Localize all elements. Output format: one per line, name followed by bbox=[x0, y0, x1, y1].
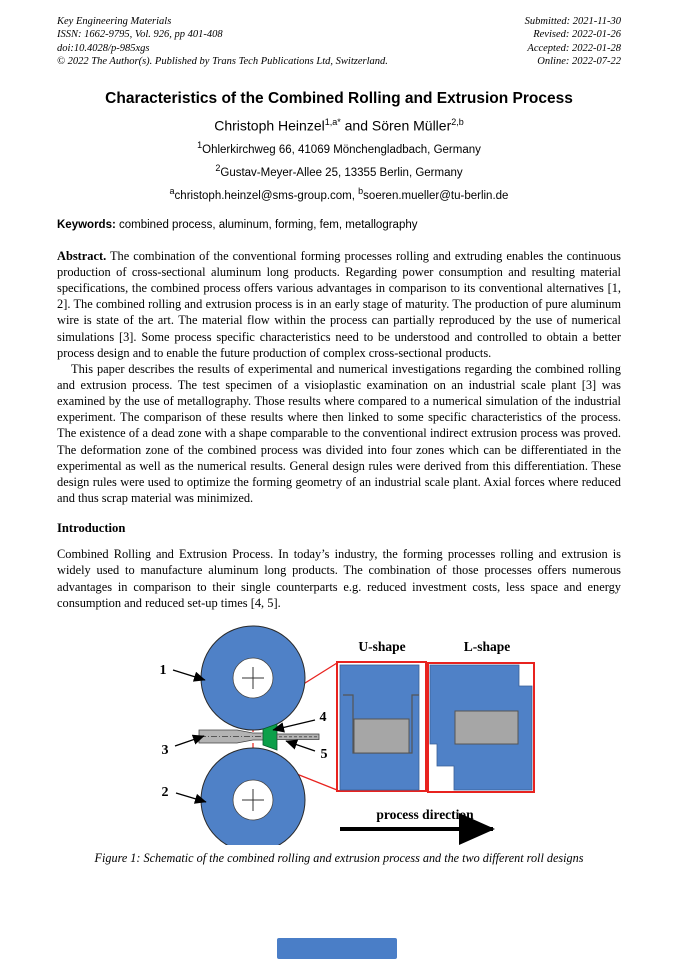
abstract-paragraph-1: Abstract. The combination of the convent… bbox=[57, 248, 621, 361]
label-5-arrow bbox=[285, 739, 316, 752]
label-5: 5 bbox=[321, 747, 328, 762]
affiliation-2-text: Gustav-Meyer-Allee 25, 13355 Berlin, Ger… bbox=[220, 166, 463, 179]
email-b: soeren.mueller@tu-berlin.de bbox=[363, 189, 509, 202]
abstract-p1-text: The combination of the conventional form… bbox=[57, 248, 621, 360]
date-submitted: Submitted: 2021-11-30 bbox=[524, 16, 621, 27]
label-2: 2 bbox=[162, 785, 169, 800]
u-shape-label: U-shape bbox=[358, 639, 405, 654]
journal-header-left: Key Engineering Materials ISSN: 1662-979… bbox=[57, 15, 388, 69]
introduction-body: In today’s industry, the forming process… bbox=[57, 547, 621, 610]
label-3: 3 bbox=[162, 743, 169, 758]
figure-1-caption: Figure 1: Schematic of the combined roll… bbox=[94, 850, 584, 865]
label-4-arrow bbox=[272, 719, 316, 733]
figure-1: 1 2 3 4 5 U-shape L-shape bbox=[57, 623, 621, 853]
email-a-sup: a bbox=[169, 185, 175, 196]
keywords-line: Keywords: combined process, aluminum, fo… bbox=[57, 219, 621, 231]
authors-line: Christoph Heinzel1,a* and Sören Müller2,… bbox=[57, 117, 621, 134]
journal-header-right: Submitted: 2021-11-30 Revised: 2022-01-2… bbox=[525, 15, 621, 69]
journal-issn: ISSN: 1662-9795, Vol. 926, pp 401-408 bbox=[57, 29, 223, 41]
emails-line: achristoph.heinzel@sms-group.com, bsoere… bbox=[57, 186, 621, 202]
affiliation-2-sup: 2 bbox=[215, 163, 221, 174]
abstract: Abstract. The combination of the convent… bbox=[57, 248, 621, 507]
introduction-paragraph: Combined Rolling and Extrusion Process. … bbox=[57, 546, 621, 611]
keywords-label: Keywords: bbox=[57, 218, 116, 231]
keywords-value: combined process, aluminum, forming, fem… bbox=[115, 218, 418, 231]
affiliation-1-text: Ohlerkirchweg 66, 41069 Mönchengladbach,… bbox=[202, 144, 481, 157]
date-accepted: Accepted: 2022-01-28 bbox=[527, 42, 621, 54]
date-revised: Revised: 2022-01-26 bbox=[533, 29, 621, 41]
affiliation-1-sup: 1 bbox=[197, 140, 203, 151]
journal-name: Key Engineering Materials bbox=[57, 16, 172, 27]
author-1: Christoph Heinzel bbox=[214, 117, 325, 134]
author-2: and Sören Müller bbox=[340, 117, 452, 134]
label-1-arrow bbox=[172, 669, 206, 682]
affiliation-2: 2Gustav-Meyer-Allee 25, 13355 Berlin, Ge… bbox=[57, 163, 621, 179]
introduction-heading: Introduction bbox=[57, 521, 126, 536]
label-1: 1 bbox=[160, 663, 167, 678]
l-shape-profile bbox=[454, 710, 519, 745]
affiliation-1: 1Ohlerkirchweg 66, 41069 Mönchengladbach… bbox=[57, 140, 621, 156]
process-direction-label: process direction bbox=[376, 807, 474, 822]
l-shape-label: L-shape bbox=[464, 639, 511, 654]
author-1-sup: 1,a* bbox=[324, 116, 341, 127]
u-shape-profile bbox=[353, 718, 410, 754]
label-3-arrow bbox=[174, 734, 205, 747]
bottom-scroll-indicator[interactable] bbox=[277, 938, 397, 959]
email-a: christoph.heinzel@sms-group.com, bbox=[174, 189, 359, 202]
strip-outgoing bbox=[276, 733, 320, 740]
journal-copyright: © 2022 The Author(s). Published by Trans… bbox=[57, 56, 388, 68]
figure-1-drawing: 1 2 3 4 5 U-shape L-shape bbox=[160, 625, 535, 853]
label-2-arrow bbox=[175, 792, 207, 804]
email-b-sup: b bbox=[358, 185, 364, 196]
journal-header: Key Engineering Materials ISSN: 1662-979… bbox=[57, 15, 621, 69]
abstract-label: Abstract. bbox=[57, 248, 107, 263]
label-4: 4 bbox=[320, 710, 327, 725]
introduction-lead: Combined Rolling and Extrusion Process. bbox=[57, 547, 274, 562]
paper-title: Characteristics of the Combined Rolling … bbox=[105, 89, 573, 107]
journal-doi: doi:10.4028/p-985xgs bbox=[57, 42, 150, 54]
date-online: Online: 2022-07-22 bbox=[537, 56, 621, 68]
abstract-paragraph-2: This paper describes the results of expe… bbox=[57, 361, 621, 506]
author-2-sup: 2,b bbox=[451, 116, 464, 127]
die-green bbox=[262, 723, 278, 751]
page-content: Key Engineering Materials ISSN: 1662-979… bbox=[57, 15, 621, 866]
